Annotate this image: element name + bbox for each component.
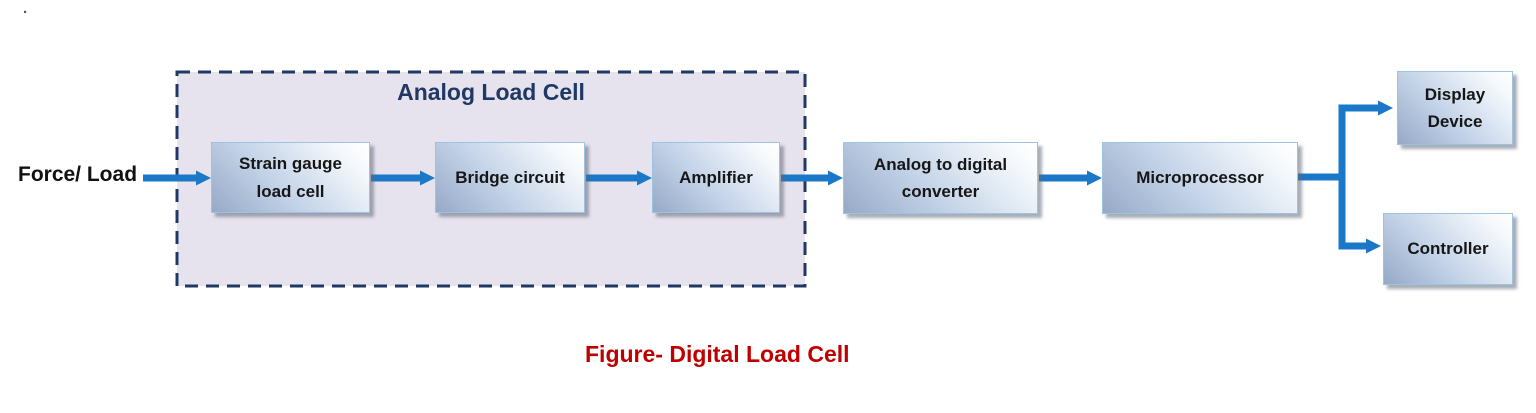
block-amplifier: Amplifier (652, 142, 780, 213)
block-strain-gauge-load-cell: Strain gauge load cell (211, 142, 370, 213)
stray-dot: . (23, 0, 28, 17)
block-analog-to-digital-converter: Analog to digital converter (843, 142, 1038, 214)
block-microprocessor: Microprocessor (1102, 142, 1298, 214)
input-label-force-load: Force/ Load (18, 163, 138, 186)
block-bridge-circuit: Bridge circuit (435, 142, 585, 213)
block-display-device: Display Device (1397, 71, 1513, 145)
block-controller: Controller (1383, 213, 1513, 285)
figure-caption: Figure- Digital Load Cell (585, 341, 850, 367)
analog-load-cell-group-title: Analog Load Cell (397, 79, 585, 105)
